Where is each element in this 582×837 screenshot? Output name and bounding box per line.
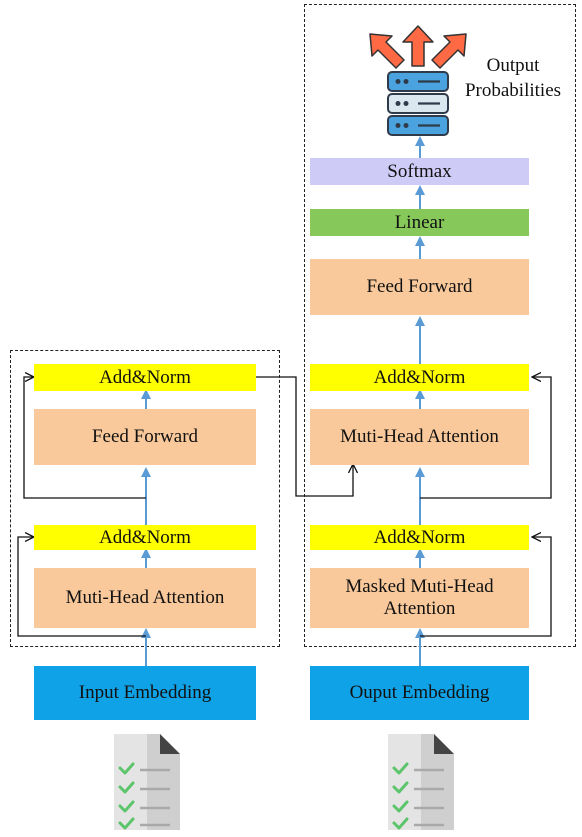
softmax-box: Softmax — [310, 158, 529, 185]
decoder-addnorm-bottom: Add&Norm — [310, 525, 529, 550]
output-embedding: Ouput Embedding — [310, 666, 529, 720]
masked-attention-line2: Attention — [383, 598, 456, 619]
encoder-addnorm-top: Add&Norm — [34, 364, 256, 391]
encoder-addnorm-bottom: Add&Norm — [34, 525, 256, 550]
encoder-attention: Muti-Head Attention — [34, 568, 256, 628]
output-document-icon — [388, 734, 454, 830]
encoder-feed-forward: Feed Forward — [34, 409, 256, 465]
decoder-addnorm-top: Add&Norm — [310, 364, 529, 391]
output-probabilities-label: Output Probabilities — [450, 53, 576, 103]
server-output-arrows-icon — [369, 25, 467, 136]
decoder-attention: Muti-Head Attention — [310, 409, 529, 465]
masked-attention-line1: Masked Muti-Head — [345, 576, 494, 597]
input-embedding: Input Embedding — [34, 666, 256, 720]
decoder-frame — [304, 4, 576, 647]
output-label-line1: Output — [486, 55, 540, 76]
linear-box: Linear — [310, 209, 529, 236]
output-label-line2: Probabilities — [464, 80, 562, 101]
decoder-feed-forward: Feed Forward — [310, 259, 529, 315]
input-document-icon — [114, 734, 180, 830]
decoder-masked-attention: Masked Muti-Head Attention — [310, 568, 529, 628]
